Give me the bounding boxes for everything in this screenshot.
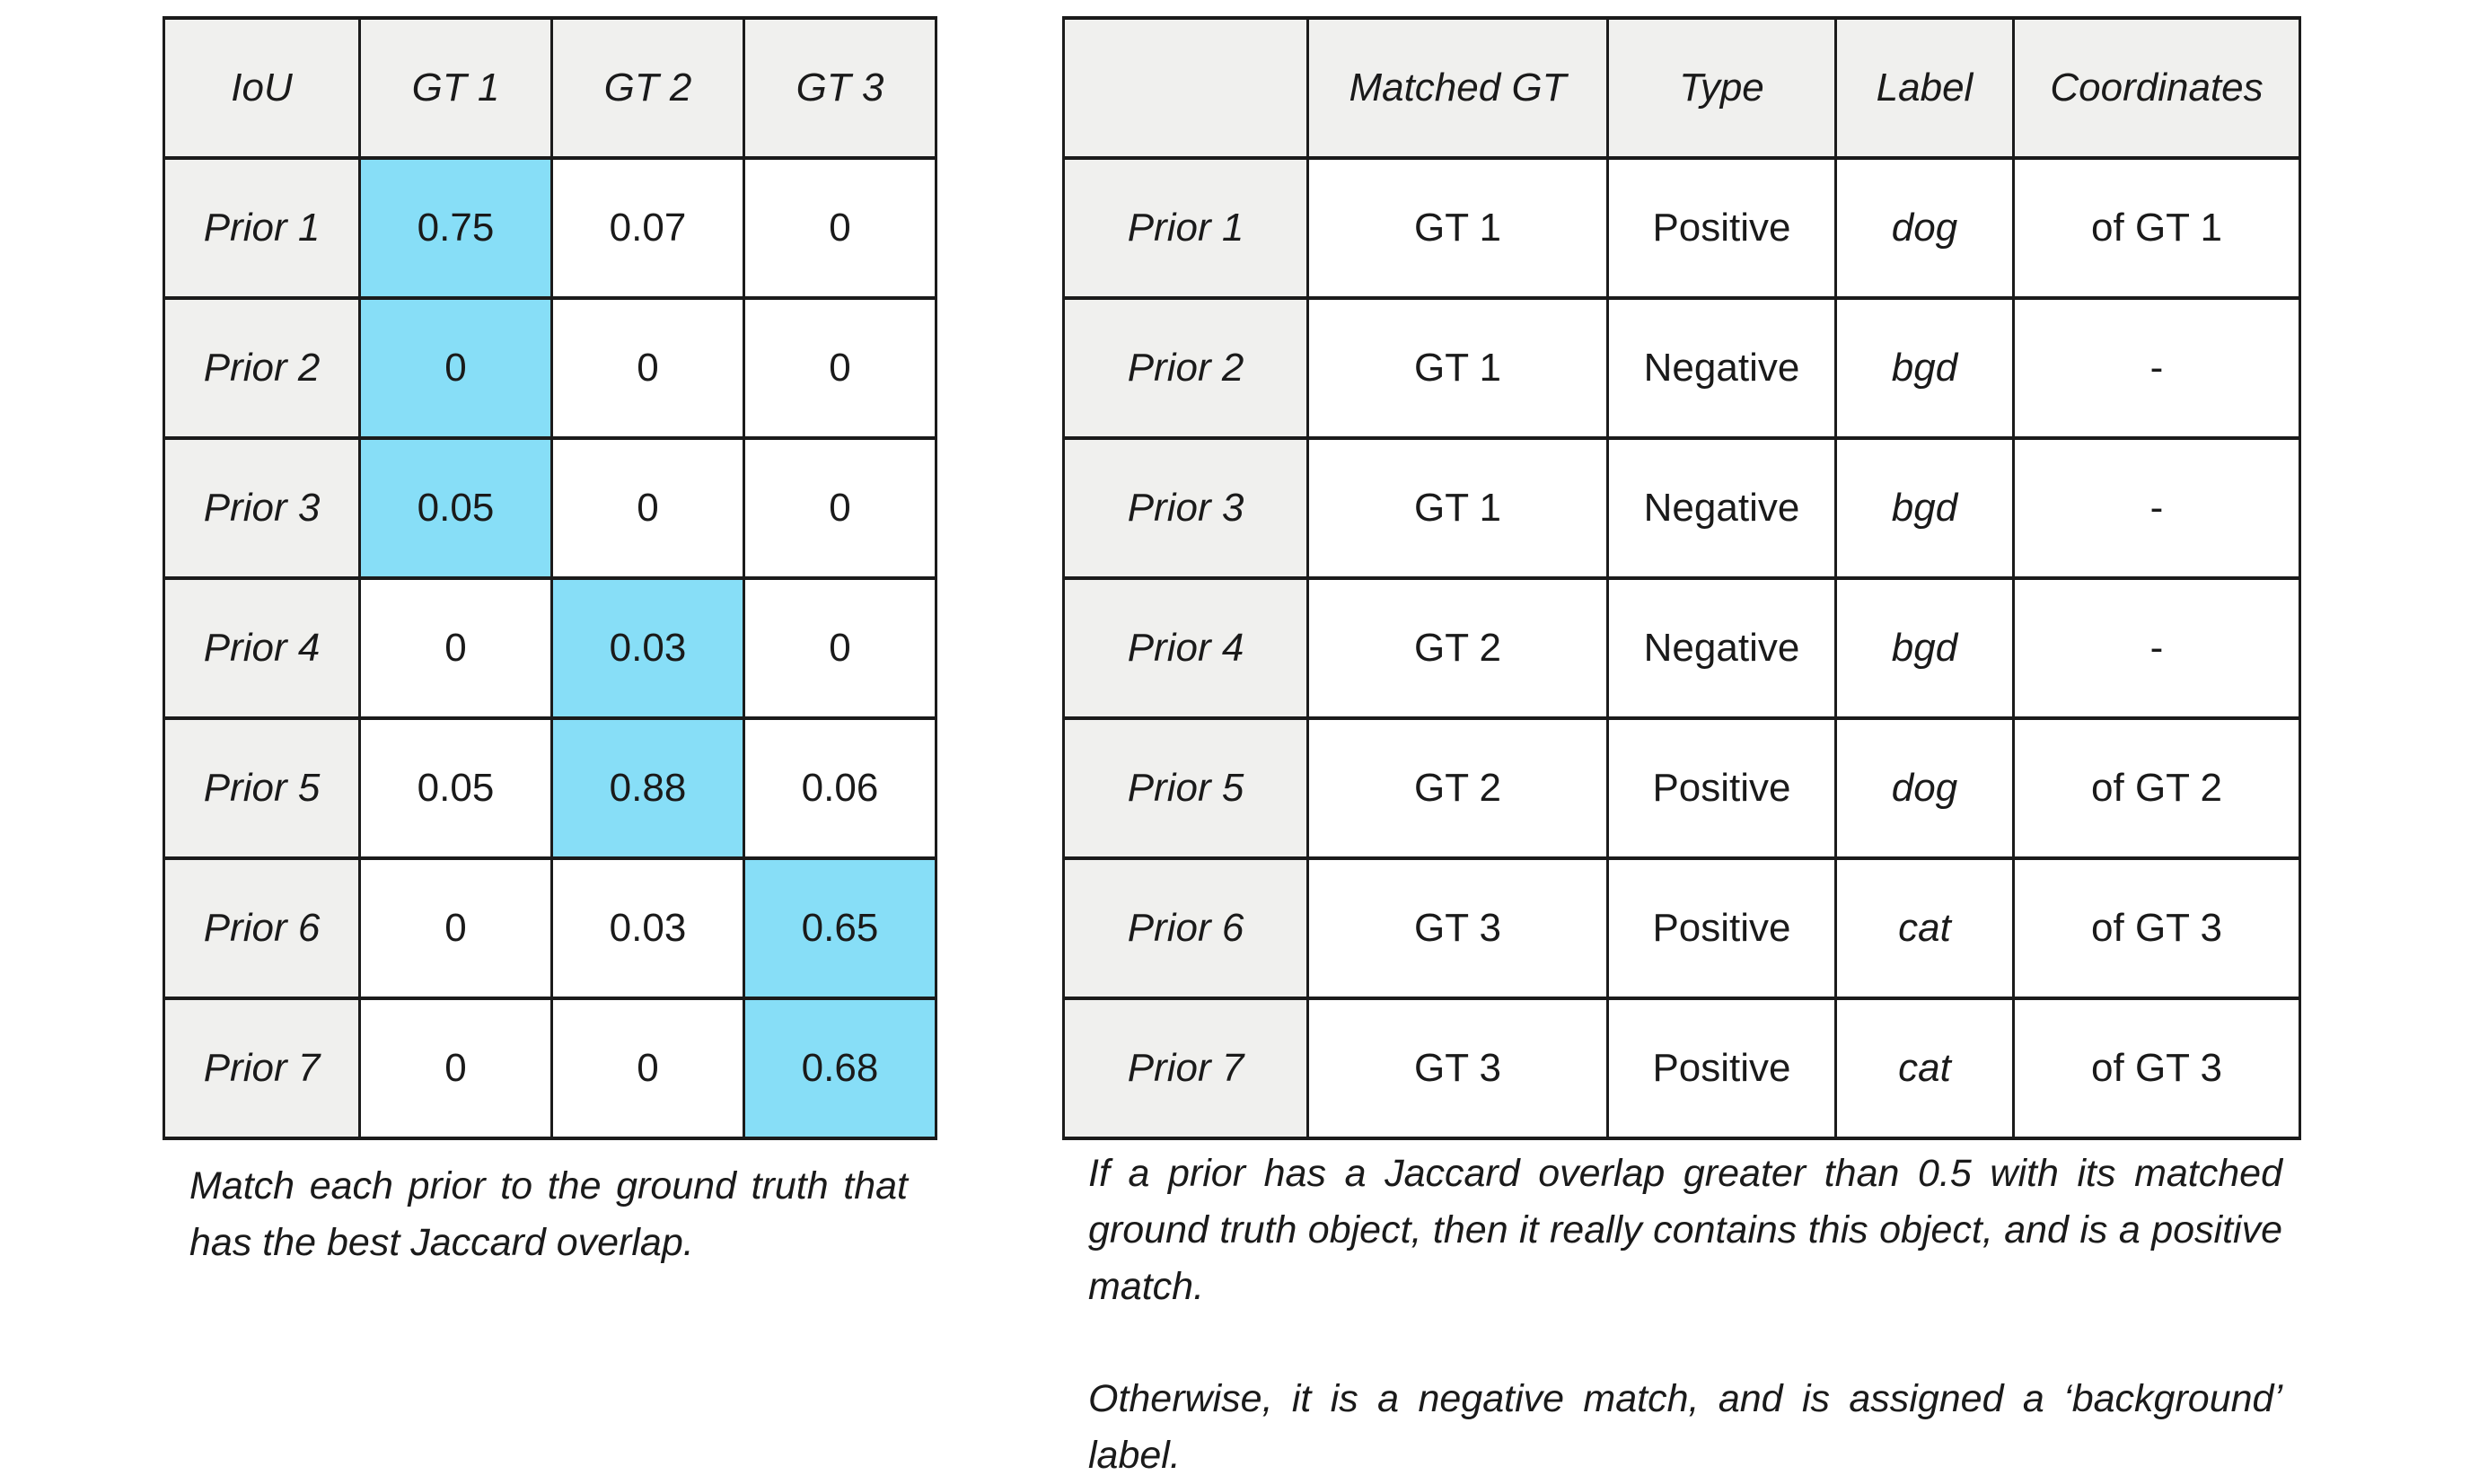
type-cell: Positive xyxy=(1606,156,1837,300)
table-row: Prior 4 GT 2 Negative bgd - xyxy=(1062,576,2301,720)
column-header-gt1: GT 1 xyxy=(358,16,553,160)
coordinates-cell: of GT 1 xyxy=(2012,156,2301,300)
iou-table: IoU GT 1 GT 2 GT 3 Prior 1 0.75 0.07 0 P… xyxy=(163,16,937,1140)
table-row: Prior 5 0.05 0.88 0.06 xyxy=(163,716,937,860)
table-row: Prior 2 0 0 0 xyxy=(163,296,937,440)
table-row: Prior 1 0.75 0.07 0 xyxy=(163,156,937,300)
type-cell: Negative xyxy=(1606,436,1837,580)
label-cell: bgd xyxy=(1834,296,2015,440)
type-cell: Positive xyxy=(1606,716,1837,860)
row-header: Prior 5 xyxy=(163,716,361,860)
left-table-caption: Match each prior to the ground truth tha… xyxy=(189,1164,908,1264)
coordinates-cell: of GT 3 xyxy=(2012,856,2301,1000)
coordinates-cell: of GT 2 xyxy=(2012,716,2301,860)
table-row: Prior 3 GT 1 Negative bgd - xyxy=(1062,436,2301,580)
row-header: Prior 7 xyxy=(1062,997,1309,1140)
iou-cell: 0 xyxy=(358,576,553,720)
iou-cell: 0 xyxy=(358,296,553,440)
type-cell: Negative xyxy=(1606,296,1837,440)
row-header: Prior 4 xyxy=(163,576,361,720)
row-header: Prior 2 xyxy=(1062,296,1309,440)
match-table: Matched GT Type Label Coordinates Prior … xyxy=(1062,16,2301,1140)
iou-cell: 0.65 xyxy=(743,856,937,1000)
table-row: Prior 2 GT 1 Negative bgd - xyxy=(1062,296,2301,440)
iou-cell: 0.06 xyxy=(743,716,937,860)
table-row: Prior 5 GT 2 Positive dog of GT 2 xyxy=(1062,716,2301,860)
row-header: Prior 3 xyxy=(163,436,361,580)
iou-cell: 0 xyxy=(743,436,937,580)
table-row: Prior 6 GT 3 Positive cat of GT 3 xyxy=(1062,856,2301,1000)
table-row: Prior 7 0 0 0.68 xyxy=(163,997,937,1140)
column-header-type: Type xyxy=(1606,16,1837,160)
column-header-matched-gt: Matched GT xyxy=(1306,16,1609,160)
iou-table-header-row: IoU GT 1 GT 2 GT 3 xyxy=(163,16,937,160)
iou-cell: 0.03 xyxy=(550,576,745,720)
match-corner-header xyxy=(1062,16,1309,160)
right-table-caption: If a prior has a Jaccard overlap greater… xyxy=(1088,1146,2282,1484)
iou-cell: 0 xyxy=(550,436,745,580)
type-cell: Positive xyxy=(1606,856,1837,1000)
matched-gt-cell: GT 1 xyxy=(1306,156,1609,300)
iou-cell: 0.05 xyxy=(358,716,553,860)
iou-cell: 0.07 xyxy=(550,156,745,300)
row-header: Prior 1 xyxy=(1062,156,1309,300)
table-row: Prior 1 GT 1 Positive dog of GT 1 xyxy=(1062,156,2301,300)
coordinates-cell: - xyxy=(2012,296,2301,440)
table-row: Prior 3 0.05 0 0 xyxy=(163,436,937,580)
label-cell: dog xyxy=(1834,716,2015,860)
column-header-label: Label xyxy=(1834,16,2015,160)
row-header: Prior 3 xyxy=(1062,436,1309,580)
right-caption-paragraph-1: If a prior has a Jaccard overlap greater… xyxy=(1088,1152,2282,1308)
iou-cell: 0 xyxy=(550,296,745,440)
label-cell: bgd xyxy=(1834,576,2015,720)
iou-cell: 0 xyxy=(743,576,937,720)
coordinates-cell: - xyxy=(2012,436,2301,580)
iou-cell: 0 xyxy=(550,997,745,1140)
table-row: Prior 4 0 0.03 0 xyxy=(163,576,937,720)
row-header: Prior 5 xyxy=(1062,716,1309,860)
matched-gt-cell: GT 3 xyxy=(1306,856,1609,1000)
matched-gt-cell: GT 1 xyxy=(1306,296,1609,440)
iou-cell: 0 xyxy=(743,296,937,440)
matched-gt-cell: GT 1 xyxy=(1306,436,1609,580)
iou-cell: 0 xyxy=(743,156,937,300)
label-cell: cat xyxy=(1834,997,2015,1140)
label-cell: dog xyxy=(1834,156,2015,300)
matched-gt-cell: GT 2 xyxy=(1306,576,1609,720)
matched-gt-cell: GT 3 xyxy=(1306,997,1609,1140)
right-caption-paragraph-2: Otherwise, it is a negative match, and i… xyxy=(1088,1377,2282,1477)
row-header: Prior 7 xyxy=(163,997,361,1140)
column-header-gt2: GT 2 xyxy=(550,16,745,160)
row-header: Prior 1 xyxy=(163,156,361,300)
type-cell: Positive xyxy=(1606,997,1837,1140)
label-cell: cat xyxy=(1834,856,2015,1000)
table-row: Prior 7 GT 3 Positive cat of GT 3 xyxy=(1062,997,2301,1140)
iou-cell: 0.75 xyxy=(358,156,553,300)
label-cell: bgd xyxy=(1834,436,2015,580)
iou-cell: 0.03 xyxy=(550,856,745,1000)
column-header-gt3: GT 3 xyxy=(743,16,937,160)
coordinates-cell: of GT 3 xyxy=(2012,997,2301,1140)
iou-cell: 0.68 xyxy=(743,997,937,1140)
row-header: Prior 6 xyxy=(1062,856,1309,1000)
type-cell: Negative xyxy=(1606,576,1837,720)
iou-cell: 0.05 xyxy=(358,436,553,580)
matched-gt-cell: GT 2 xyxy=(1306,716,1609,860)
match-table-header-row: Matched GT Type Label Coordinates xyxy=(1062,16,2301,160)
iou-cell: 0.88 xyxy=(550,716,745,860)
row-header: Prior 6 xyxy=(163,856,361,1000)
iou-cell: 0 xyxy=(358,997,553,1140)
table-row: Prior 6 0 0.03 0.65 xyxy=(163,856,937,1000)
coordinates-cell: - xyxy=(2012,576,2301,720)
iou-cell: 0 xyxy=(358,856,553,1000)
column-header-coordinates: Coordinates xyxy=(2012,16,2301,160)
row-header: Prior 4 xyxy=(1062,576,1309,720)
iou-corner-header: IoU xyxy=(163,16,361,160)
row-header: Prior 2 xyxy=(163,296,361,440)
